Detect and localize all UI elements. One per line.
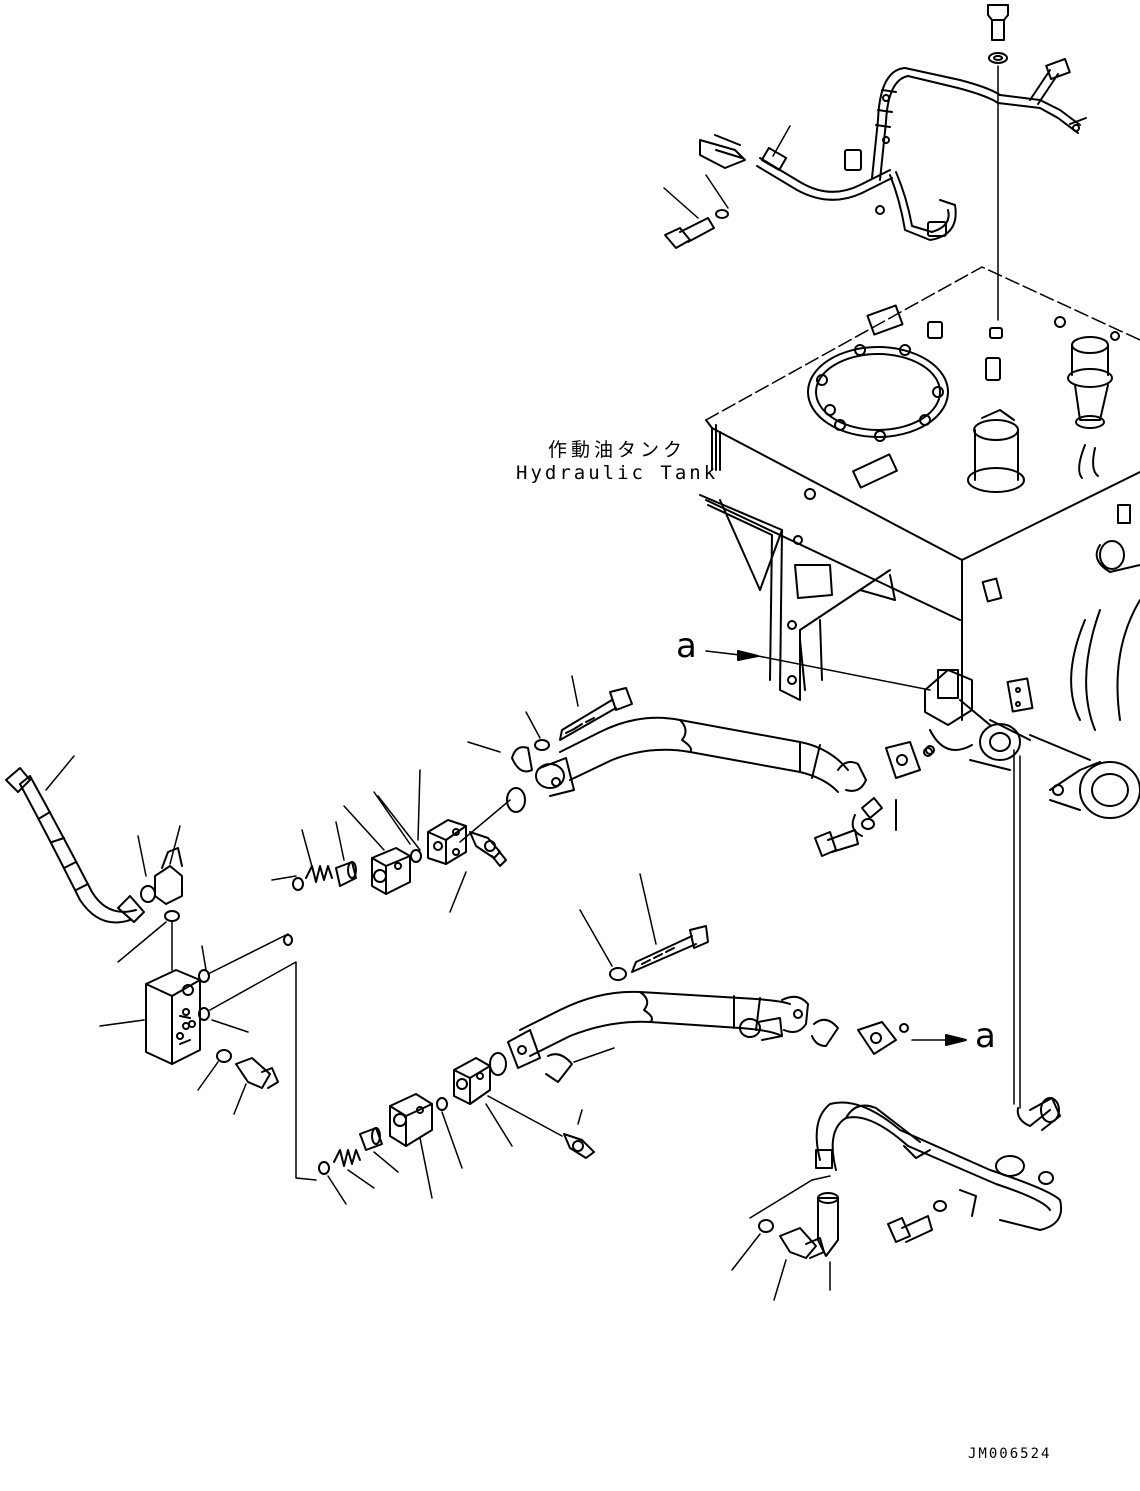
harness-bolt [664, 126, 790, 248]
reference-a-upper: a [676, 626, 697, 666]
upper-check-valve-stack [272, 770, 510, 945]
wiring-harness [700, 59, 1086, 240]
lower-check-valve-stack [319, 1058, 594, 1204]
upper-hose-assembly [468, 676, 932, 856]
hydraulic-tank-label-en: Hydraulic Tank [516, 462, 719, 484]
lower-hose-assembly [490, 874, 908, 1082]
drawing-number: JM006524 [968, 1446, 1052, 1462]
return-pipe-assembly [732, 750, 1061, 1300]
hydraulic-tank [700, 267, 1140, 818]
hydraulic-tank-label-jp: 作動油タンク [548, 439, 687, 461]
manifold-block [100, 934, 316, 1180]
reference-a-lower: a [975, 1016, 996, 1056]
top-bolt [988, 5, 1008, 320]
left-hose-and-elbow [6, 756, 182, 970]
ref-a-arrows [706, 651, 966, 1045]
misc-seals [926, 746, 934, 754]
